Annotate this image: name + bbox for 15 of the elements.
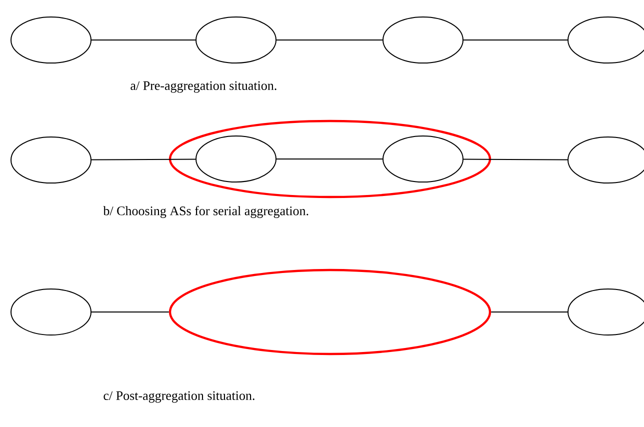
node-ellipse bbox=[10, 288, 92, 336]
link-line bbox=[463, 158, 568, 160]
link-line bbox=[276, 158, 383, 160]
caption: b/ Choosing ASs for serial aggregation. bbox=[103, 206, 308, 218]
link-line bbox=[91, 158, 196, 160]
aggregate-ellipse bbox=[168, 268, 492, 356]
node-ellipse bbox=[196, 136, 276, 182]
caption: c/ Post-aggregation situation. bbox=[104, 391, 254, 403]
caption: a/ Pre-aggregation situation. bbox=[130, 81, 276, 93]
node-ellipse bbox=[382, 16, 464, 64]
node-ellipse bbox=[10, 16, 92, 64]
aggregate-ellipse bbox=[168, 120, 492, 198]
node-ellipse bbox=[10, 136, 92, 184]
node-ellipse bbox=[196, 16, 276, 64]
node-ellipse bbox=[382, 136, 464, 182]
